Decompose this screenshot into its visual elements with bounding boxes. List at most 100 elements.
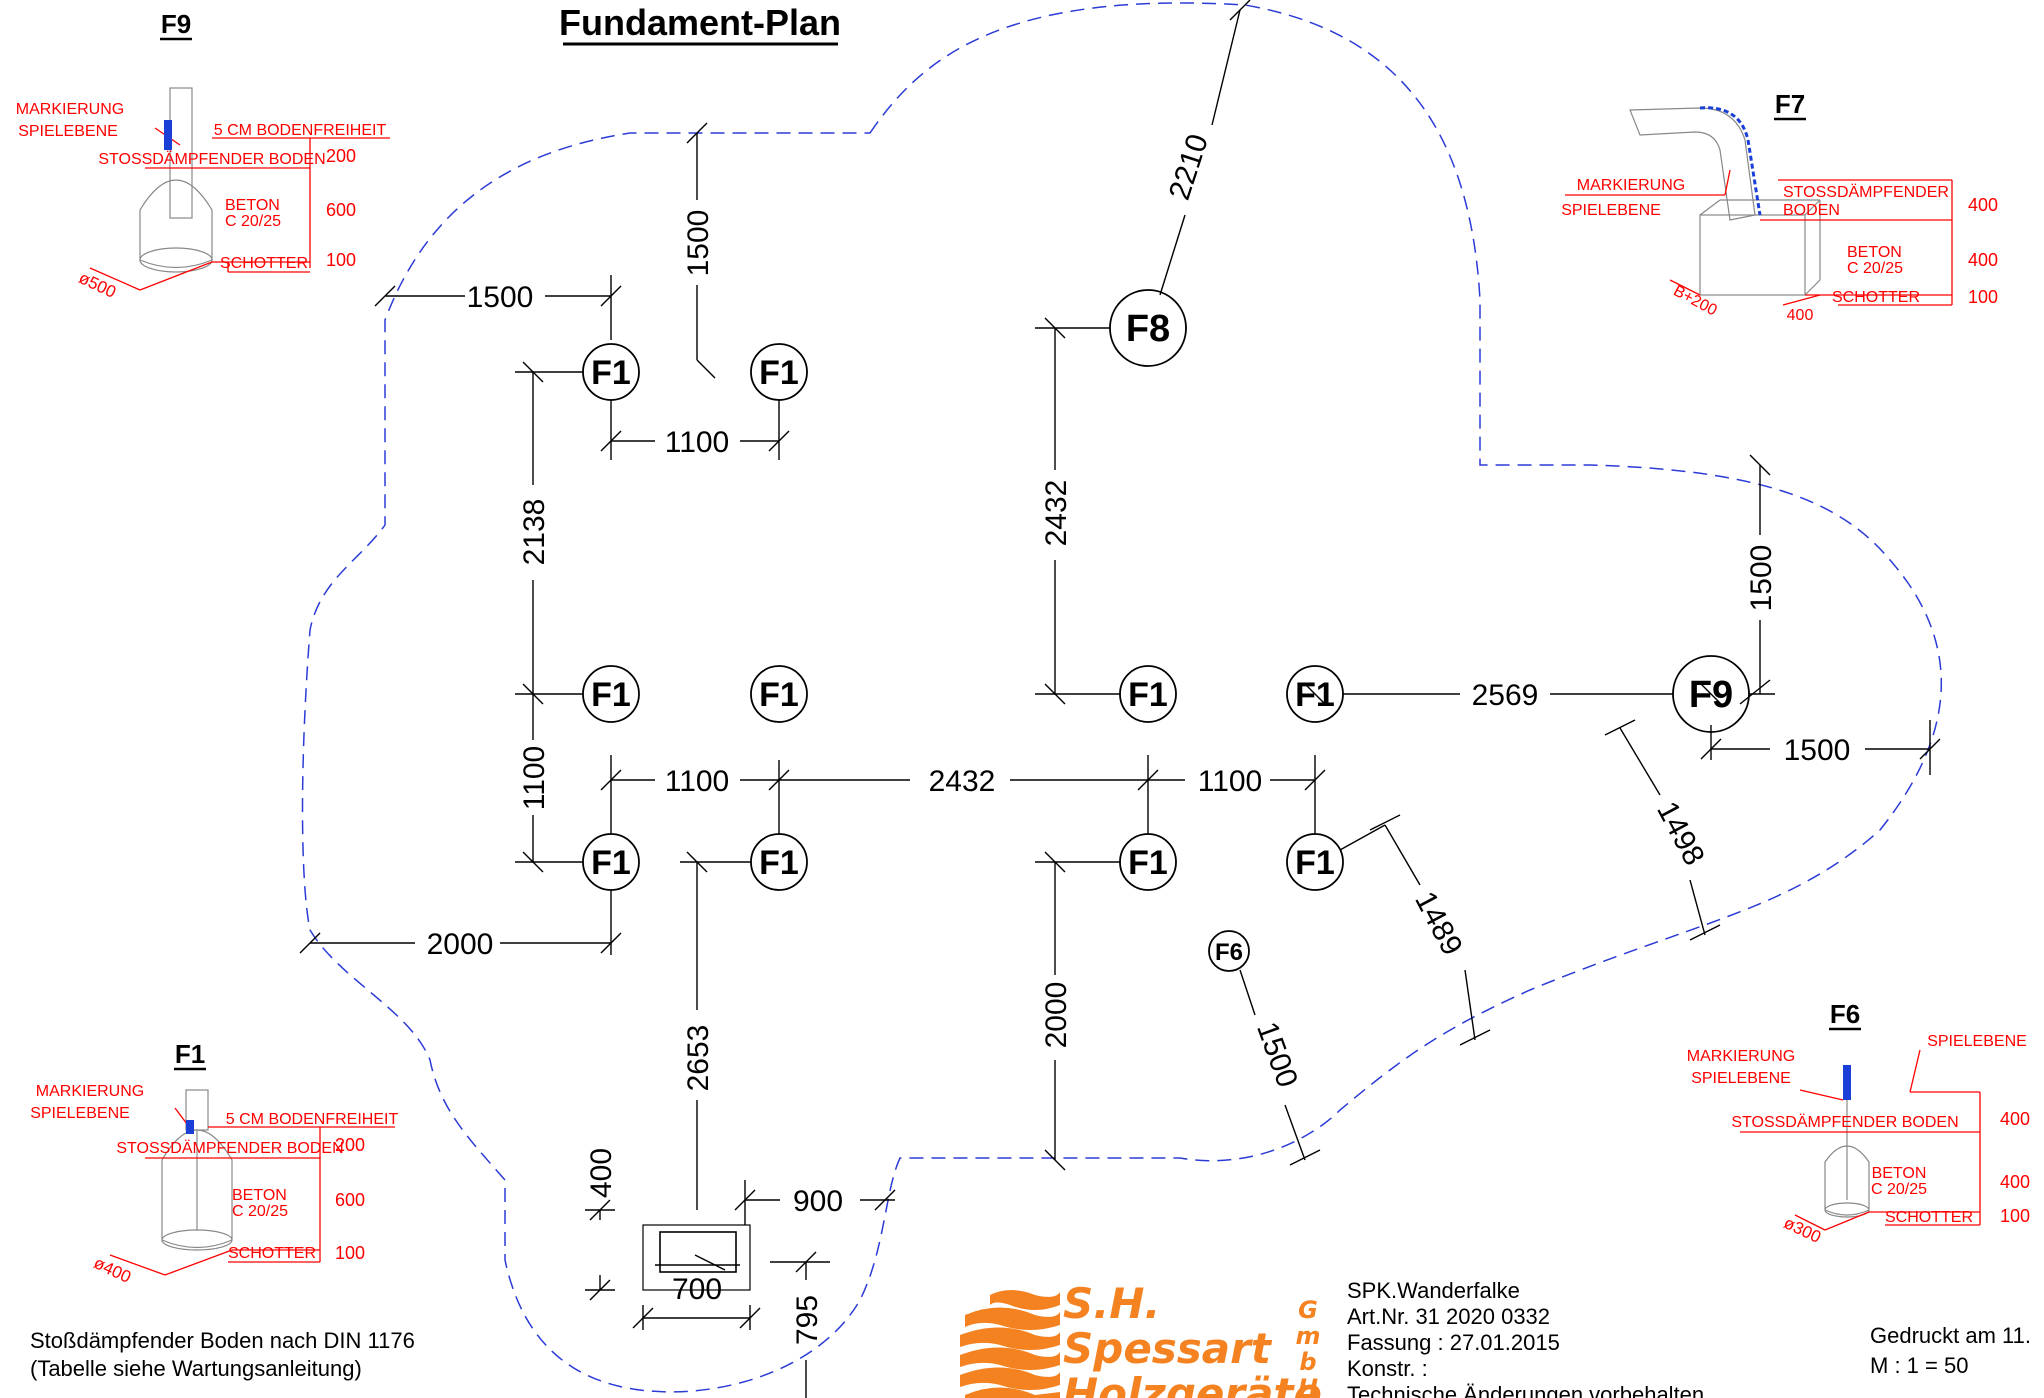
detail-f6-title: F6 (1830, 999, 1860, 1029)
detail-f9-diameter: ø500 (76, 268, 119, 302)
detail-f9-val-boden: 200 (326, 146, 356, 166)
title-block: SPK.Wanderfalke Art.Nr. 31 2020 0332 Fas… (1347, 1278, 2031, 1398)
f1-label: F1 (591, 354, 631, 392)
detail-f6-beton: BETON (1872, 1165, 1927, 1182)
title-block-scale: M : 1 = 50 (1870, 1353, 1968, 1378)
logo-line-1: S.H. (1063, 1279, 1160, 1328)
detail-f1-val-schotter: 100 (335, 1243, 365, 1263)
company-logo: S.H. Spessart Holzgeräte G m b H (960, 1279, 1322, 1398)
detail-f1-beton: BETON (232, 1187, 287, 1204)
detail-f7-boden-b: BODEN (1783, 202, 1840, 219)
dim-1500-right-vertical: 1500 (1745, 545, 1778, 612)
foundation-labels: F1 F1 F1 F1 F1 F1 F1 F1 F1 F1 F8 F9 F6 (591, 308, 1733, 966)
detail-f6-beton-class: C 20/25 (1871, 1181, 1927, 1198)
detail-f6-spielebene: SPIELEBENE (1691, 1070, 1791, 1087)
dim-900: 900 (793, 1185, 843, 1218)
detail-f7-val-schotter: 100 (1968, 287, 1998, 307)
note-line-1: Stoßdämpfender Boden nach DIN 1176 (30, 1328, 415, 1353)
f1-label: F1 (591, 676, 631, 714)
dim-1100-mid-b: 1100 (1198, 765, 1263, 798)
detail-f6-spielebene-top: SPIELEBENE (1927, 1033, 2027, 1050)
play-area-outline (301, 2, 1943, 1393)
dim-1100-top: 1100 (665, 426, 730, 459)
dim-2432-horizontal: 2432 (929, 765, 996, 798)
detail-f9-val-schotter: 100 (326, 250, 356, 270)
plan-title-text: Fundament-Plan (559, 2, 841, 43)
dim-1489: 1489 (1408, 886, 1468, 960)
title-block-article: Art.Nr. 31 2020 0332 (1347, 1304, 1550, 1329)
f1-label: F1 (591, 844, 631, 882)
dim-1498: 1498 (1650, 796, 1710, 870)
dim-700: 700 (672, 1273, 722, 1306)
dim-2569: 2569 (1472, 679, 1539, 712)
f1-label: F1 (1295, 676, 1335, 714)
detail-f1: F1 MARKIERUNG SPIELEBENE 5 CM BODENFREIH… (30, 1039, 398, 1287)
detail-f9-schotter: SCHOTTER (220, 255, 308, 272)
detail-f1-val-boden: 200 (335, 1135, 365, 1155)
detail-f1-val-beton: 600 (335, 1190, 365, 1210)
detail-f7-val-beton: 400 (1968, 250, 1998, 270)
title-block-konstr: Konstr. : (1347, 1356, 1428, 1381)
detail-f7-depth: 400 (1787, 307, 1814, 324)
detail-f6-boden: STOSSDÄMPFENDER BODEN (1731, 1113, 1958, 1131)
notes: Stoßdämpfender Boden nach DIN 1176 (Tabe… (30, 1328, 415, 1381)
detail-f7: F7 MARKIERUNG SPIELEBENE STOSSDÄMPFENDER… (1561, 89, 1998, 324)
detail-f9-markierung: MARKIERUNG (16, 101, 124, 118)
dim-2432-vertical: 2432 (1040, 480, 1073, 547)
dim-2000-vertical: 2000 (1040, 982, 1073, 1049)
detail-f7-width: B+200 (1670, 283, 1719, 320)
detail-f7-val-boden: 400 (1968, 195, 1998, 215)
detail-f1-markierung: MARKIERUNG (36, 1083, 144, 1100)
logo-gmbh-g: G (1298, 1296, 1318, 1324)
detail-f6: F6 SPIELEBENE MARKIERUNG SPIELEBENE STOS… (1687, 999, 2030, 1247)
detail-f6-val-schotter: 100 (2000, 1206, 2030, 1226)
detail-f1-bodenfreiheit: 5 CM BODENFREIHEIT (226, 1111, 399, 1128)
dim-1100-left-vertical: 1100 (518, 746, 551, 811)
detail-f6-val-boden: 400 (2000, 1109, 2030, 1129)
detail-f9-spielebene: SPIELEBENE (18, 123, 118, 140)
f1-label: F1 (759, 354, 799, 392)
detail-f9: F9 MARKIERUNG SPIELEBENE 5 CM BODENFREIH… (16, 9, 390, 302)
title-block-changes: Technische Änderungen vorbehalten (1347, 1382, 1704, 1398)
f6-label: F6 (1215, 939, 1243, 966)
detail-f7-title: F7 (1775, 89, 1805, 119)
detail-f1-boden: STOSSDÄMPFENDER BODEN (116, 1139, 343, 1157)
f1-label: F1 (1128, 844, 1168, 882)
dimension-lines (299, 0, 1941, 1398)
detail-f1-diameter: ø400 (91, 1253, 134, 1287)
dim-400-small: 400 (585, 1148, 618, 1198)
f1-label: F1 (759, 676, 799, 714)
f1-label: F1 (1295, 844, 1335, 882)
detail-f6-markierung: MARKIERUNG (1687, 1048, 1795, 1065)
f1-label: F1 (759, 844, 799, 882)
detail-f9-beton: BETON (225, 197, 280, 214)
f9-label: F9 (1689, 674, 1733, 716)
f8-label: F8 (1126, 308, 1170, 350)
logo-gmbh-m: m (1295, 1322, 1320, 1350)
detail-f6-val-beton: 400 (2000, 1172, 2030, 1192)
detail-f6-schotter: SCHOTTER (1885, 1209, 1973, 1226)
f6-marker (1208, 930, 1250, 972)
dim-1500-top-left: 1500 (467, 281, 534, 314)
dim-1500-f6: 1500 (1250, 1018, 1304, 1092)
plan-title: Fundament-Plan (559, 2, 841, 46)
logo-line-3: Holzgeräte (1063, 1369, 1322, 1398)
detail-f9-beton-class: C 20/25 (225, 213, 281, 230)
title-block-product: SPK.Wanderfalke (1347, 1278, 1520, 1303)
dim-2653: 2653 (682, 1025, 715, 1092)
dim-1500-right-horizontal: 1500 (1784, 734, 1851, 767)
detail-f9-val-beton: 600 (326, 200, 356, 220)
detail-f7-schotter: SCHOTTER (1832, 289, 1920, 306)
dim-1500-top-vertical: 1500 (682, 210, 715, 277)
dim-1100-mid-a: 1100 (665, 765, 730, 798)
detail-f7-boden-a: STOSSDÄMPFENDER (1783, 183, 1949, 201)
detail-f1-schotter: SCHOTTER (228, 1245, 316, 1262)
detail-f7-beton: BETON (1847, 244, 1902, 261)
logo-gmbh-b: b (1299, 1348, 1316, 1376)
detail-f1-title: F1 (175, 1039, 205, 1069)
title-block-printed: Gedruckt am 11. (1870, 1323, 2031, 1348)
dim-795: 795 (791, 1295, 824, 1345)
dim-2138: 2138 (518, 499, 551, 566)
f1-label: F1 (1128, 676, 1168, 714)
